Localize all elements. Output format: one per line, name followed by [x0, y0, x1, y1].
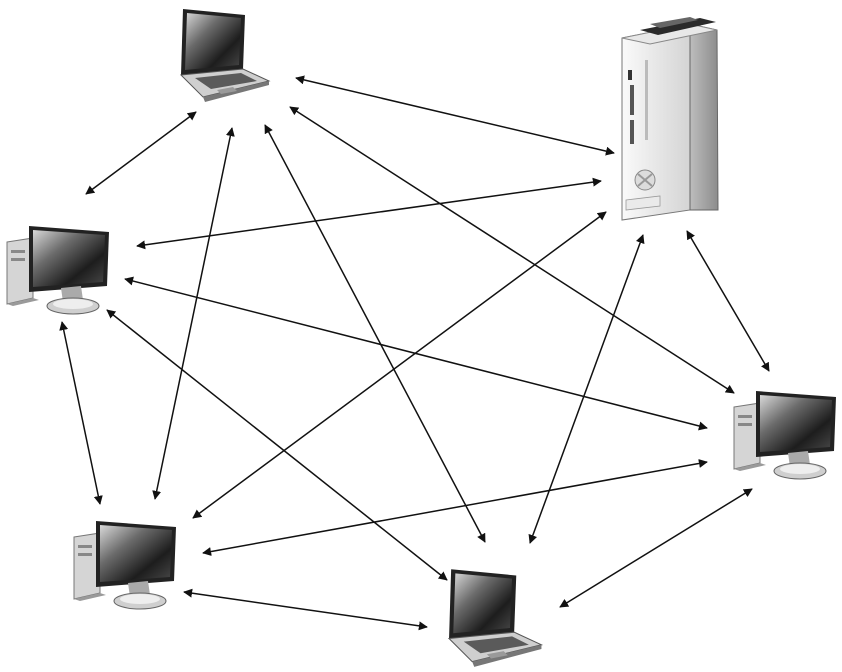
edge-desktop-bottom-left-desktop-right [202, 459, 708, 556]
device-desktop-bottom-left [73, 520, 177, 610]
edge-console-laptop-bottom [528, 234, 645, 544]
laptop-icon [448, 568, 542, 668]
edge-desktop-left-desktop-right [124, 276, 708, 431]
desktop-computer-icon [73, 520, 177, 610]
edge-laptop-top-desktop-bottom-left [152, 127, 235, 500]
edge-console-desktop-right [686, 230, 770, 372]
device-desktop-left [6, 225, 110, 315]
game-console-icon [621, 17, 719, 221]
edge-console-desktop-left [136, 177, 602, 250]
edge-laptop-bottom-desktop-right [559, 488, 753, 608]
edge-laptop-top-laptop-bottom [264, 124, 486, 543]
edge-desktop-left-desktop-bottom-left [59, 321, 103, 505]
desktop-computer-icon [733, 390, 837, 480]
device-laptop-top [180, 8, 270, 103]
device-laptop-bottom [448, 568, 542, 668]
edge-desktop-bottom-left-laptop-bottom [183, 588, 428, 631]
device-desktop-right [733, 390, 837, 480]
edges-group [59, 75, 770, 631]
desktop-computer-icon [6, 225, 110, 315]
device-console [621, 17, 719, 221]
edge-console-desktop-bottom-left [192, 211, 607, 519]
laptop-icon [180, 8, 270, 103]
edge-laptop-top-desktop-left [85, 111, 197, 195]
